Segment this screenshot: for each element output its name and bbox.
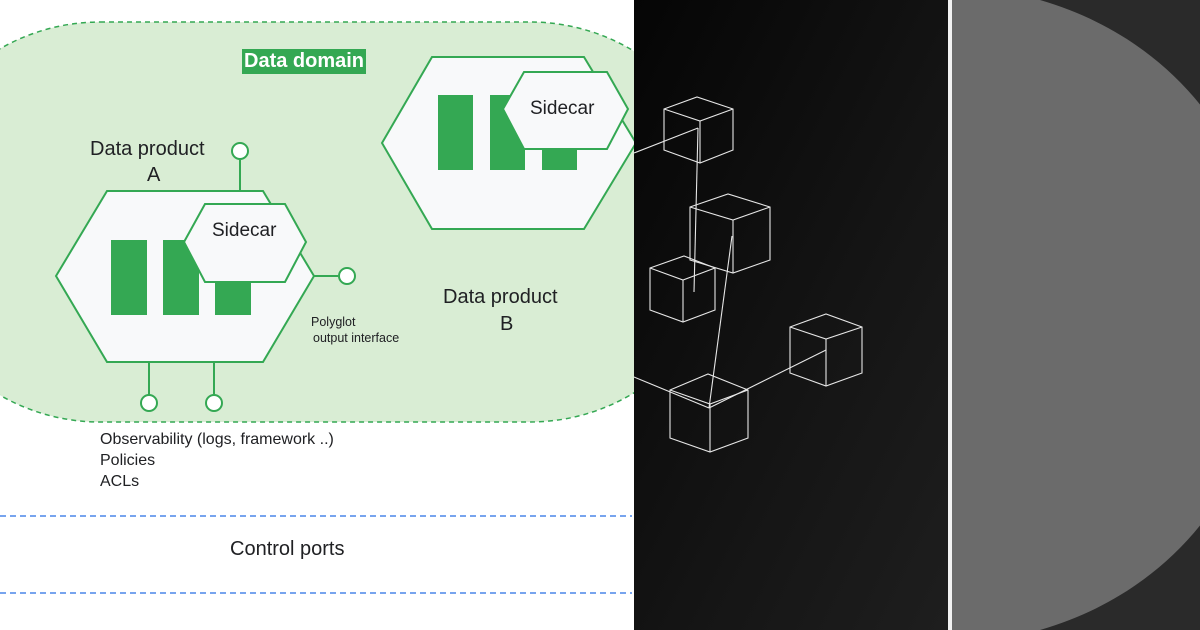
sidecar-a-hexagon — [182, 203, 308, 283]
control-item-acls: ACLs — [100, 473, 140, 490]
output-interface-label-line1: Polyglot — [311, 315, 356, 329]
control-item-observability: Observability (logs, framework ..) — [100, 431, 334, 448]
dark-network-panel — [634, 0, 948, 630]
product-a-bar-3 — [215, 282, 251, 315]
data-product-a-label: Data product — [90, 138, 205, 160]
sidecar-a-label: Sidecar — [212, 220, 277, 241]
panel-divider — [948, 0, 952, 630]
sidecar-b-label: Sidecar — [530, 98, 595, 119]
data-product-b-letter: B — [500, 313, 514, 335]
control-port-1 — [140, 394, 158, 412]
product-a-bar-1 — [111, 240, 147, 315]
grey-half-circle-icon — [952, 0, 1200, 630]
output-interface-label-line2: output interface — [313, 331, 400, 345]
data-product-b-label: Data product — [443, 286, 558, 308]
data-product-a-letter: A — [147, 164, 161, 186]
output-port-top — [231, 142, 249, 160]
wireframe-cube-network-icon — [633, 96, 863, 453]
product-b-bar-1 — [438, 95, 473, 170]
sidecar-b-hexagon — [501, 71, 630, 150]
output-port-right — [338, 267, 356, 285]
data-domain-title: Data domain — [242, 49, 367, 74]
control-item-policies: Policies — [100, 452, 156, 469]
control-port-2 — [205, 394, 223, 412]
control-ports-label: Control ports — [230, 538, 345, 560]
